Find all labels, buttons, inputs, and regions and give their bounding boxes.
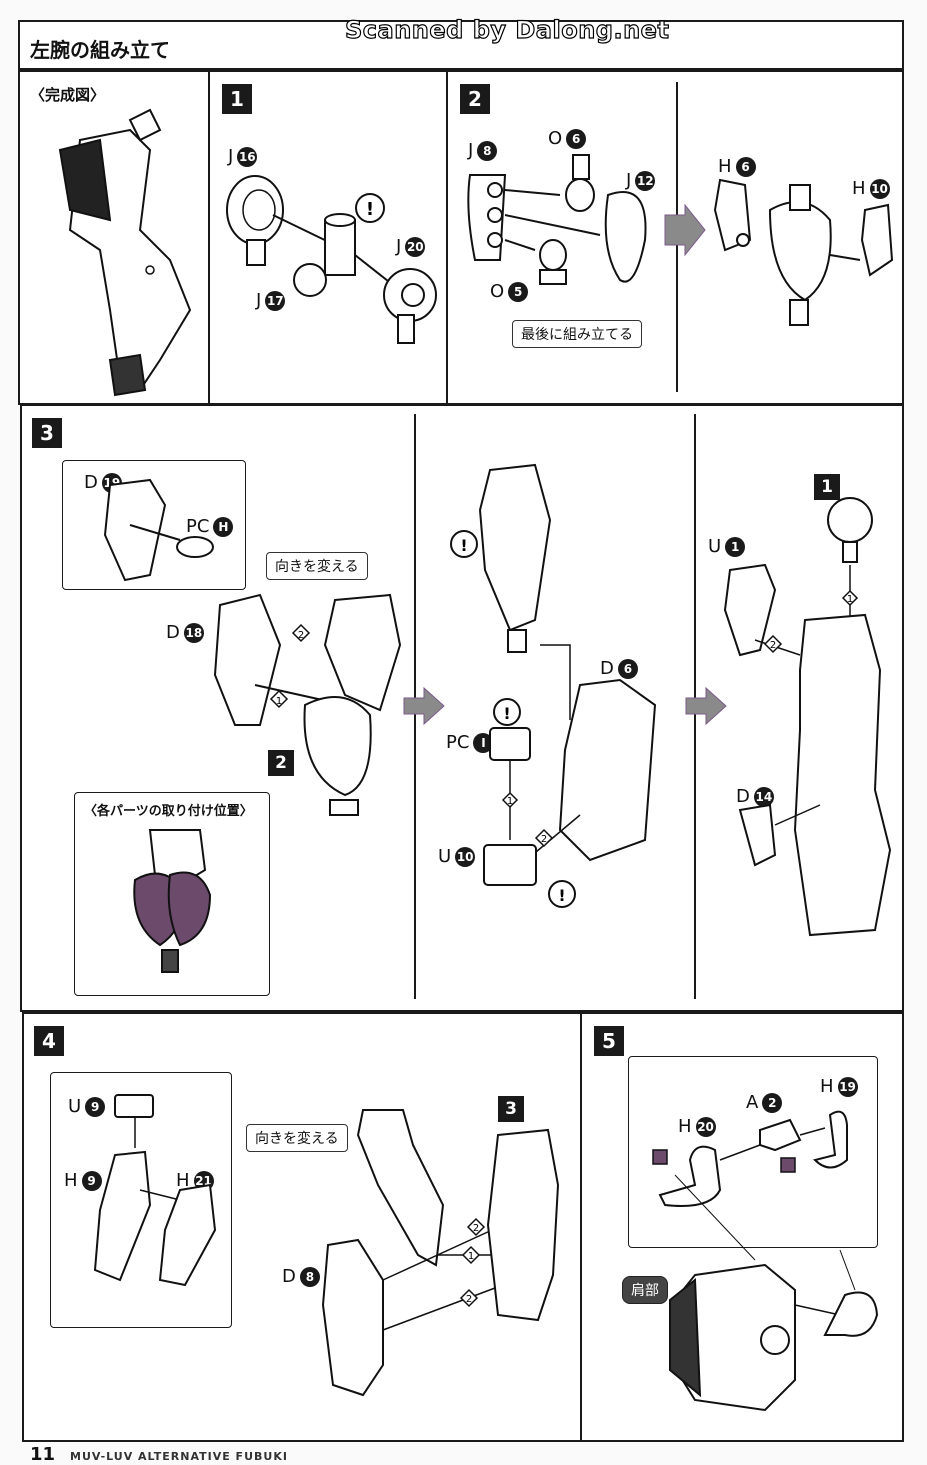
title-bar: 左腕の組み立て: [18, 20, 904, 70]
divider: [208, 70, 210, 405]
svg-text:!: !: [366, 199, 374, 220]
svg-text:!: !: [558, 886, 565, 905]
step-3c-illustration: 1 2: [723, 497, 892, 937]
turn-around-note: 向きを変える: [266, 552, 368, 580]
step-4-ref-3: 3: [498, 1096, 524, 1122]
shoulder-illustration: [668, 1174, 879, 1412]
svg-text:1: 1: [847, 594, 853, 605]
step-3-number: 3: [32, 418, 62, 448]
complete-label: 〈完成図〉: [30, 86, 106, 104]
step-4-number: 4: [34, 1026, 64, 1056]
footer-brand: MUV-LUV ALTERNATIVE FUBUKI: [70, 1450, 288, 1463]
svg-text:2: 2: [770, 640, 776, 651]
step-3-ref-2: 2: [268, 750, 294, 776]
page-number: 11: [30, 1444, 56, 1465]
svg-text:1: 1: [507, 796, 513, 807]
step-1-illustration: !: [226, 175, 437, 344]
step-3a-illustration: 2 1: [213, 593, 402, 816]
svg-text:1: 1: [468, 1251, 474, 1262]
watermark: Scanned by Dalong.net: [344, 15, 670, 44]
svg-text:!: !: [503, 704, 510, 723]
step-4-turn-note: 向きを変える: [246, 1124, 348, 1152]
divider: [446, 70, 448, 405]
step-5-number: 5: [594, 1026, 624, 1056]
svg-text:2: 2: [473, 1223, 479, 1234]
step-4-inset-illustration: [93, 1094, 217, 1287]
step-3-arrow-1: [403, 686, 445, 726]
step-3-arrow-2: [685, 686, 727, 726]
step-3-inset-illustration: [103, 478, 214, 582]
assemble-last-note: 最後に組み立てる: [512, 320, 642, 348]
svg-text:!: !: [460, 536, 467, 555]
step-5-inset-illustration: [652, 1110, 848, 1207]
step-3-ref-1: 1: [814, 474, 840, 500]
attachment-position-illustration: [133, 829, 212, 973]
shoulder-label: 肩部: [622, 1276, 668, 1304]
step-1-number: 1: [222, 84, 252, 114]
attachment-position-label: 〈各パーツの取り付け位置〉: [84, 804, 253, 819]
svg-text:2: 2: [298, 630, 304, 641]
step-2-number: 2: [460, 84, 490, 114]
complete-arm-illustration: [58, 108, 192, 397]
svg-text:2: 2: [541, 834, 547, 845]
svg-text:1: 1: [276, 696, 282, 707]
step-2-illustration: [467, 154, 894, 326]
step-3b-illustration: ! ! 1 2 !: [450, 463, 657, 908]
page-title: 左腕の組み立て: [30, 38, 170, 62]
divider: [580, 1012, 582, 1442]
step-4-illustration: 2 1 2: [321, 1109, 560, 1397]
svg-text:2: 2: [466, 1294, 472, 1305]
